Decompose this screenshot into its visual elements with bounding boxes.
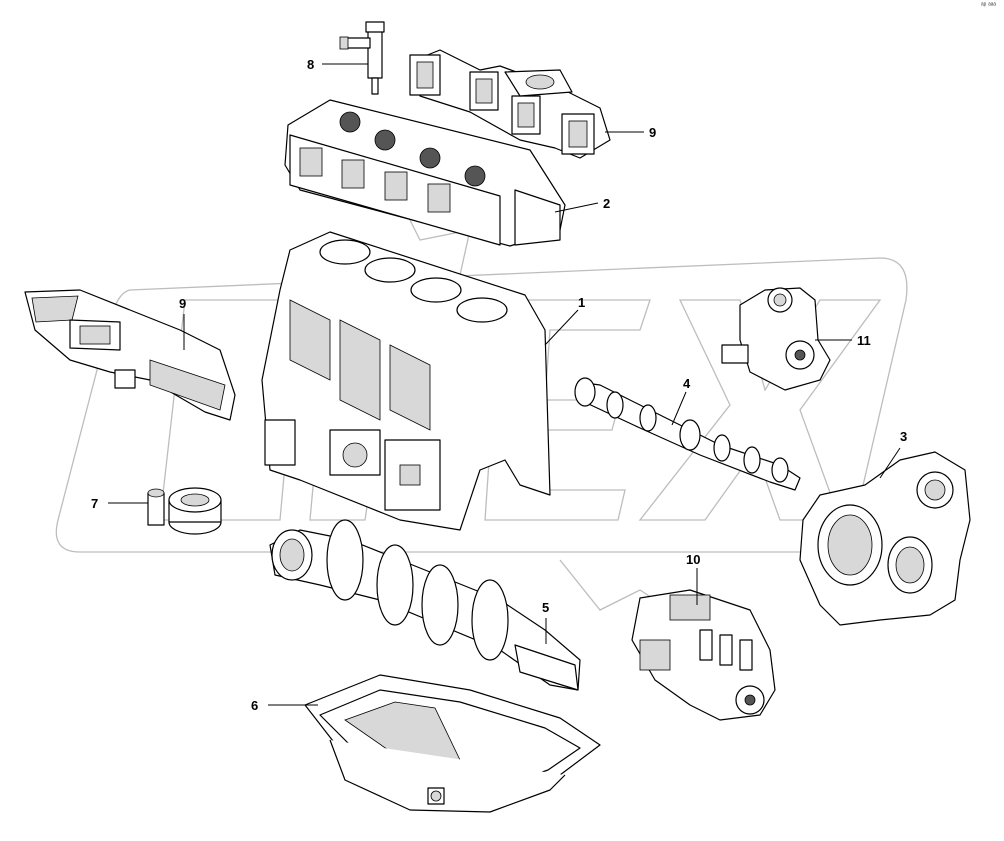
crankshaft-part <box>269 519 581 691</box>
cylinder-head-part <box>284 99 566 247</box>
timing-cover-part <box>799 451 971 626</box>
callout-11: 11 <box>857 333 871 348</box>
callout-5: 5 <box>542 600 549 615</box>
callout-6: 6 <box>251 698 258 713</box>
injector-part <box>339 21 385 95</box>
callout-9-top: 9 <box>649 125 656 140</box>
camshaft-part <box>574 377 801 491</box>
oil-cooler-part <box>147 487 222 535</box>
leader-lines <box>108 63 901 706</box>
callout-7: 7 <box>91 496 98 511</box>
callout-3: 3 <box>900 429 907 444</box>
callout-2: 2 <box>603 196 610 211</box>
callout-8: 8 <box>307 57 314 72</box>
callout-4: 4 <box>683 376 691 391</box>
exhaust-manifold-part <box>409 49 611 159</box>
callout-1: 1 <box>578 295 585 310</box>
callout-10: 10 <box>686 552 700 567</box>
intake-manifold-part <box>24 289 236 421</box>
oil-pan-part <box>304 674 601 813</box>
water-pump-part <box>721 287 831 391</box>
corner-mark: ᵃᵖ ᵃᵃᵃ <box>980 2 996 9</box>
callout-9-left: 9 <box>179 296 186 311</box>
injection-pump-part <box>631 589 776 721</box>
engine-block-part <box>261 231 551 531</box>
callout-labels: 8 9 2 1 11 4 3 9 7 5 10 6 <box>91 57 907 713</box>
